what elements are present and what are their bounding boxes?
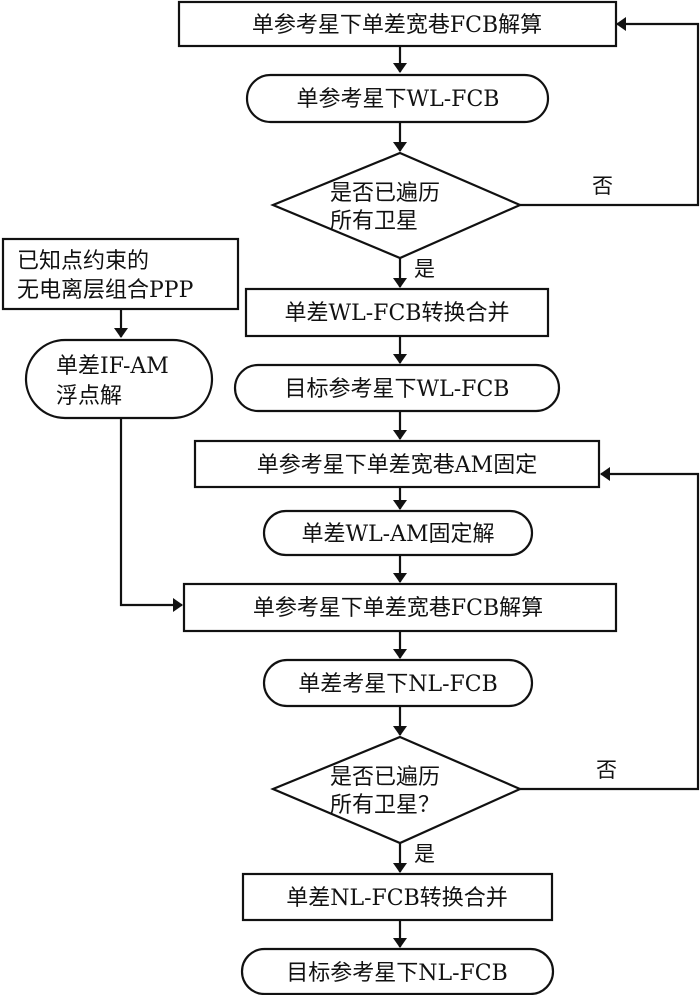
- edge-label-no-1: 否: [592, 174, 613, 198]
- node-text: 所有卫星？: [330, 793, 440, 818]
- node-text: 浮点解: [56, 384, 122, 409]
- node-text: 单差考星下NL-FCB: [298, 672, 498, 697]
- node-text: 单参考星下单差宽巷FCB解算: [253, 596, 543, 621]
- node-n3: 是否已遍历 所有卫星: [270, 151, 523, 260]
- node-text: 单参考星下单差宽巷FCB解算: [252, 13, 542, 38]
- node-n1: 单参考星下单差宽巷FCB解算: [177, 0, 618, 48]
- edge-s2-n8: [119, 418, 183, 612]
- node-s2: 单差IF-AM 浮点解: [24, 338, 214, 420]
- node-n7: 单差WL-AM固定解: [262, 509, 534, 557]
- node-s1: 已知点约束的 无电离层组合PPP: [1, 237, 240, 311]
- node-text: 单差IF-AM: [56, 354, 169, 379]
- node-text: 单差WL-FCB转换合并: [285, 301, 510, 326]
- node-n9: 单差考星下NL-FCB: [262, 658, 534, 708]
- edge-label-no-2: 否: [596, 758, 617, 782]
- node-n2: 单参考星下WL-FCB: [245, 73, 550, 124]
- node-text: 是否已遍历: [330, 765, 440, 790]
- node-text: 单参考星下WL-FCB: [297, 87, 500, 112]
- node-text: 单参考星下单差宽巷AM固定: [257, 453, 537, 478]
- node-n10: 是否已遍历 所有卫星？: [270, 735, 523, 845]
- node-text: 已知点约束的: [17, 249, 149, 274]
- node-text: 目标参考星下WL-FCB: [285, 377, 510, 402]
- node-n8: 单参考星下单差宽巷FCB解算: [182, 582, 618, 633]
- edge-n3-n1-no: [520, 17, 700, 207]
- node-n4: 单差WL-FCB转换合并: [244, 287, 550, 338]
- node-text: 是否已遍历: [330, 181, 440, 206]
- node-text: 目标参考星下NL-FCB: [286, 961, 508, 986]
- node-n6: 单参考星下单差宽巷AM固定: [193, 439, 601, 489]
- edges: [114, 17, 700, 948]
- edge-label-yes-2: 是: [414, 842, 435, 866]
- node-n5: 目标参考星下WL-FCB: [233, 363, 561, 413]
- node-n11: 单差NL-FCB转换合并: [241, 872, 554, 922]
- edge-n10-n6-no: [520, 467, 700, 791]
- node-text: 无电离层组合PPP: [17, 278, 194, 303]
- node-text: 所有卫星: [330, 209, 418, 234]
- node-n12: 目标参考星下NL-FCB: [240, 947, 555, 995]
- edge-label-yes-1: 是: [414, 257, 435, 281]
- node-text: 单差NL-FCB转换合并: [286, 886, 508, 911]
- node-text: 单差WL-AM固定解: [301, 522, 494, 547]
